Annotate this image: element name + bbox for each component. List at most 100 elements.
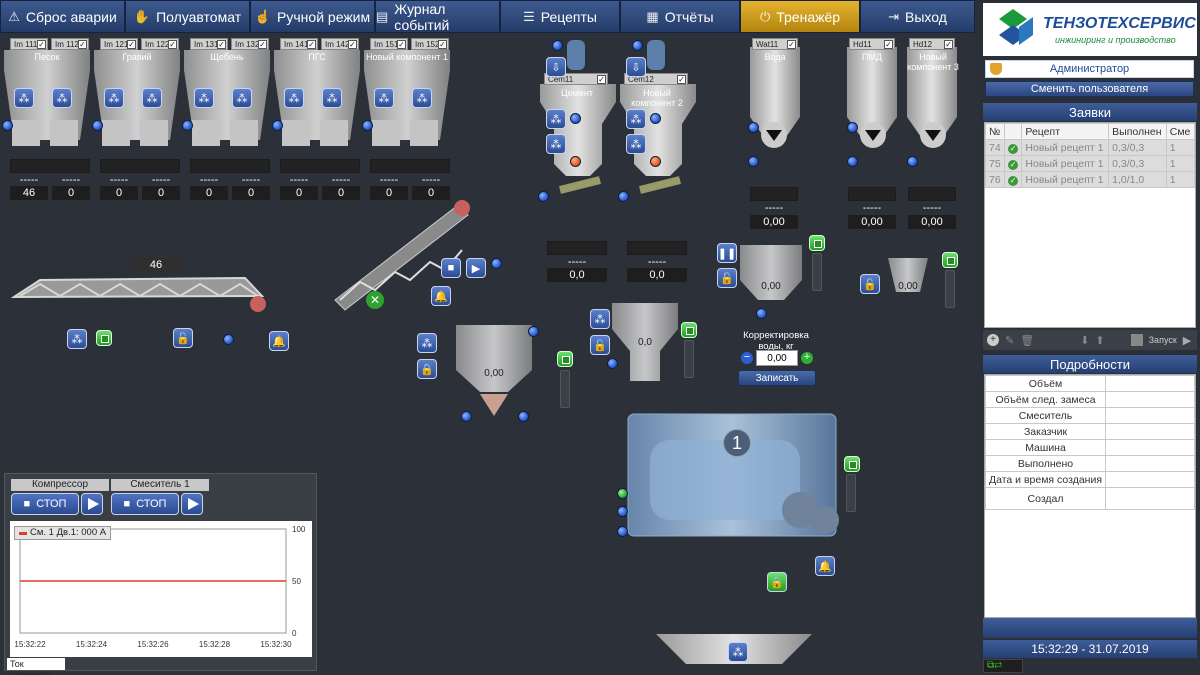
aggregate-checkbox[interactable]: ✓ [217,40,226,49]
edit-order-icon[interactable]: ✎ [1005,334,1015,347]
cement-scale-vibrator-button[interactable]: ⁂ [590,309,610,329]
move-down-icon[interactable]: ⬇ [1080,334,1090,347]
change-user-button[interactable]: Сменить пользователя [985,81,1194,97]
aggregate-checkbox[interactable]: ✓ [258,40,267,49]
water-checkbox[interactable]: ✓ [787,40,796,49]
cement-scale-slider[interactable] [684,340,694,378]
additive-1-tag[interactable]: Hd11✓ [849,38,895,50]
aggregate-vibrator-button[interactable]: ⁂ [14,88,34,108]
orders-col-1[interactable] [1004,123,1023,140]
aggregate-checkbox[interactable]: ✓ [348,40,357,49]
water-correction-input[interactable] [756,350,798,366]
cement-vibrator-button[interactable]: ⁂ [626,109,646,129]
water-scale-slider[interactable] [812,253,822,291]
aggregate-vibrator-button[interactable]: ⁂ [412,88,432,108]
mixer-alarm-icon[interactable]: 🔔 [815,556,835,576]
aggregate-vibrator-button[interactable]: ⁂ [322,88,342,108]
mixer-lock-icon[interactable]: 🔒 [767,572,787,592]
agg-scale-slider[interactable] [560,370,570,408]
aggregate-tag[interactable]: Im 122✓ [141,38,179,50]
agg-scale-lock-icon[interactable]: 🔒 [417,359,437,379]
aggregate-checkbox[interactable]: ✓ [168,40,177,49]
incline-error-icon[interactable]: ✕ [366,291,384,309]
delete-order-icon[interactable]: 🗑 [1020,334,1035,347]
menu-button-7[interactable]: ⏻Тренажёр [740,0,860,33]
aggregate-checkbox[interactable]: ✓ [397,40,406,49]
start-order-play-icon[interactable]: ▶ [1182,334,1192,347]
discharge-vibrator-button[interactable]: ⁂ [728,642,748,662]
additive-1-checkbox[interactable]: ✓ [884,40,893,49]
cement-filter-button[interactable]: ⇩ [546,57,566,77]
cement-aerator-button[interactable]: ⁂ [626,134,646,154]
cement-vibrator-button[interactable]: ⁂ [546,109,566,129]
water-scale-start-button[interactable] [809,235,825,251]
additive-2-tag[interactable]: Hd12✓ [909,38,955,50]
additive-2-checkbox[interactable]: ✓ [944,40,953,49]
incline-stop-button[interactable]: ■ [441,258,461,278]
aggregate-tag[interactable]: Im 111✓ [10,38,48,50]
cement-checkbox[interactable]: ✓ [677,75,686,84]
cement-scale-start-button[interactable] [681,322,697,338]
aggregate-vibrator-button[interactable]: ⁂ [142,88,162,108]
orders-col-0[interactable]: № [984,123,1006,140]
cement-scale-lock-icon[interactable]: 🔓 [590,335,610,355]
aggregate-checkbox[interactable]: ✓ [307,40,316,49]
menu-button-2[interactable]: ✋Полуавтомат [125,0,250,33]
additive-2-valve-icon[interactable] [920,122,946,148]
compressor-play-button[interactable] [81,493,103,515]
additive-1-valve-icon[interactable] [860,122,886,148]
menu-button-4[interactable]: ▤Журнал событий [375,0,500,33]
mixer-slider[interactable] [846,474,856,512]
additive-scale-slider[interactable] [945,270,955,308]
menu-button-3[interactable]: ☝Ручной режим [250,0,375,33]
cement-checkbox[interactable]: ✓ [597,75,606,84]
mixer-play-button[interactable] [181,493,203,515]
chart-footer-tab[interactable]: Ток двигателя [7,658,65,675]
aggregate-vibrator-button[interactable]: ⁂ [194,88,214,108]
incline-play-button[interactable]: ▶ [466,258,486,278]
orders-col-3[interactable]: Выполнен [1108,123,1167,140]
aggregate-vibrator-button[interactable]: ⁂ [284,88,304,108]
menu-button-6[interactable]: ▦Отчёты [620,0,740,33]
mixer-stop-button[interactable]: ■СТОП [111,493,179,515]
conveyor-alarm-icon[interactable]: 🔔 [269,331,289,351]
aggregate-vibrator-button[interactable]: ⁂ [67,329,87,349]
aggregate-vibrator-button[interactable]: ⁂ [374,88,394,108]
conveyor-lock-icon[interactable]: 🔓 [173,328,193,348]
aggregate-vibrator-button[interactable]: ⁂ [232,88,252,108]
incline-alarm-icon[interactable]: 🔔 [431,286,451,306]
aggregate-checkbox[interactable]: ✓ [37,40,46,49]
start-order-label[interactable]: Запуск [1148,335,1177,345]
orders-col-4[interactable]: Сме [1165,123,1196,140]
menu-button-5[interactable]: ☰Рецепты [500,0,620,33]
cement-filter-button[interactable]: ⇩ [626,57,646,77]
water-tag[interactable]: Wat11✓ [752,38,798,50]
aggregate-vibrator-button[interactable]: ⁂ [104,88,124,108]
water-lock-icon[interactable]: 🔓 [717,268,737,288]
aggregate-vibrator-button[interactable]: ⁂ [52,88,72,108]
aggregate-tag[interactable]: Im 132✓ [231,38,269,50]
water-valve-icon[interactable] [761,122,787,148]
water-pause-button[interactable]: ❚❚ [717,243,737,263]
aggregate-tag[interactable]: Im 131✓ [190,38,228,50]
save-correction-button[interactable]: Записать [738,370,816,386]
agg-scale-start-button[interactable] [557,351,573,367]
orders-col-2[interactable]: Рецепт [1021,123,1110,140]
water-correction-minus[interactable]: − [741,352,753,364]
aggregate-checkbox[interactable]: ✓ [78,40,87,49]
menu-button-8[interactable]: ⇥Выход [860,0,975,33]
aggregate-tag[interactable]: Im 112✓ [51,38,89,50]
menu-button-1[interactable]: ⚠Сброс аварии [0,0,125,33]
aggregate-tag[interactable]: Im 141✓ [280,38,318,50]
aggregate-checkbox[interactable]: ✓ [127,40,136,49]
agg-scale-vibrator-button[interactable]: ⁂ [417,333,437,353]
water-correction-plus[interactable]: + [801,352,813,364]
move-up-icon[interactable]: ⬆ [1095,334,1105,347]
conveyor-start-button[interactable] [96,330,112,346]
additive-lock-icon[interactable]: 🔓 [860,274,880,294]
stop-order-icon[interactable] [1130,334,1143,346]
compressor-stop-button[interactable]: ■СТОП [11,493,79,515]
